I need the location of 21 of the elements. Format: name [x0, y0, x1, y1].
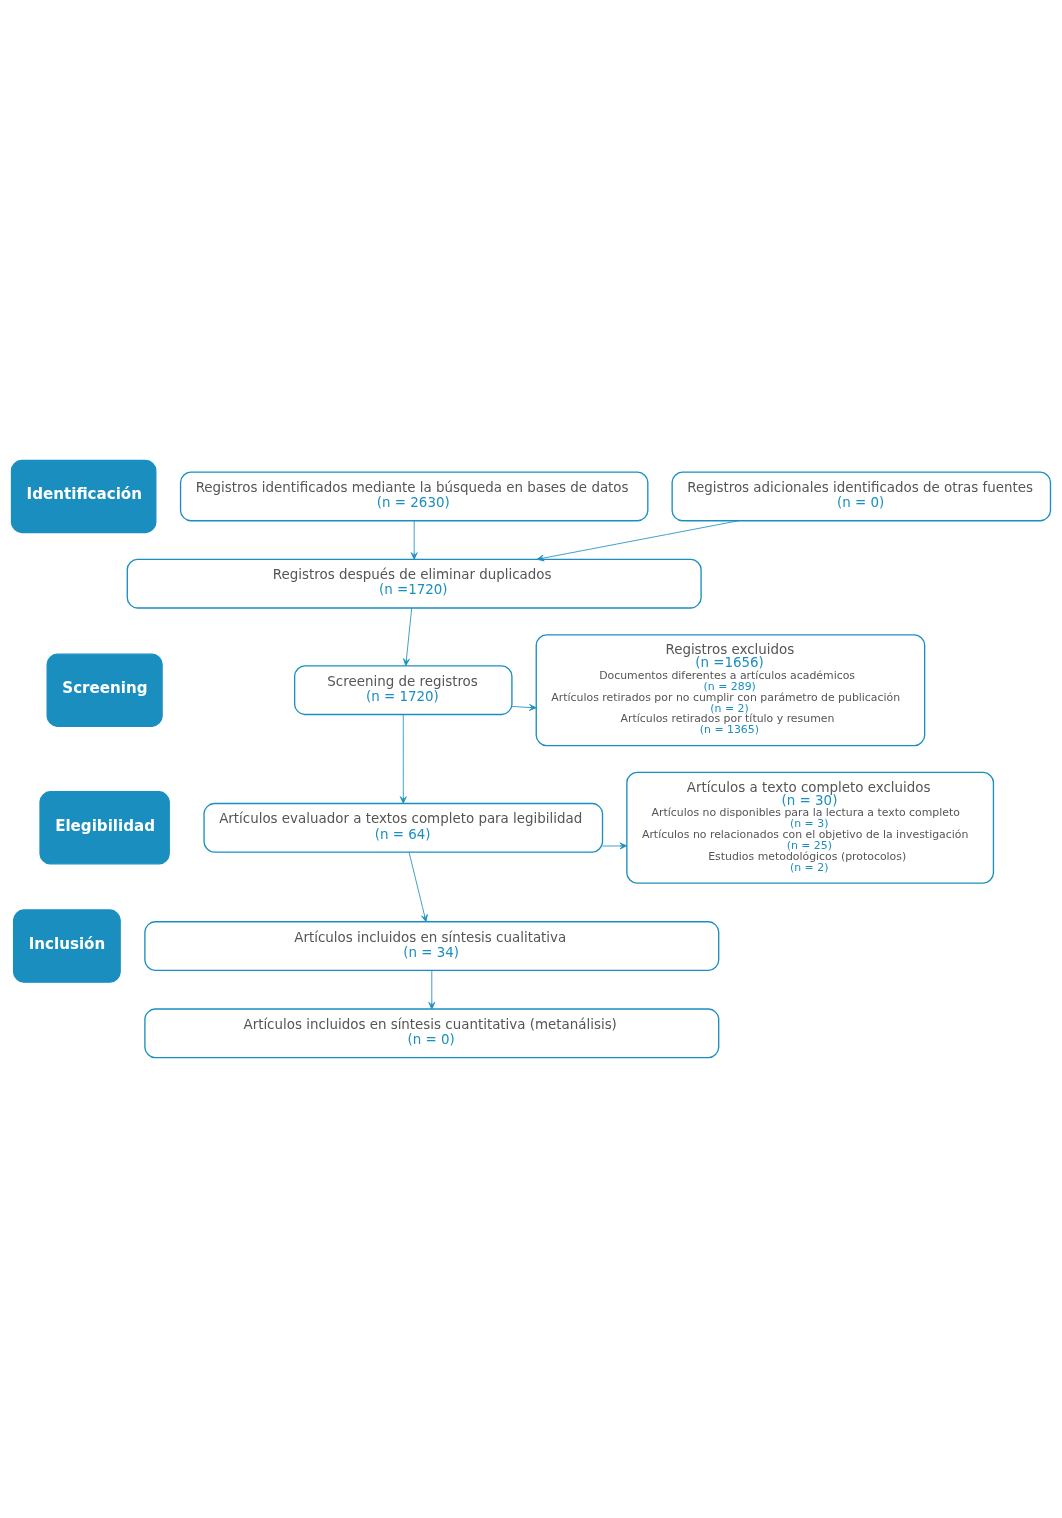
arrow: [428, 970, 436, 1010]
arrow: [511, 704, 537, 711]
node-box: Registros después de eliminar duplicados (n =1720): [126, 558, 702, 609]
node-box: Inclusión: [12, 909, 121, 983]
arrow: [403, 607, 413, 666]
node-box: Screening: [46, 653, 163, 727]
node-box: Registros identificados mediante la búsqueda en bases de datos (n = 2630): [179, 471, 649, 522]
node-box: Artículos incluidos en síntesis cuantitativa (metanálisis) (n = 0): [144, 1008, 720, 1059]
node-box: Screening de registros (n = 1720): [293, 665, 513, 716]
node-box: Identificación: [10, 459, 157, 534]
arrow: [602, 842, 628, 850]
arrow: [408, 851, 428, 923]
arrow: [410, 520, 418, 560]
arrow: [536, 520, 739, 562]
node-box: Elegibilidad: [39, 791, 170, 865]
node-box: Registros adicionales identificados de otras fuentes (n = 0): [671, 471, 1052, 522]
node-box: Registros excluidos (n =1656) Documentos diferentes a artículos académicos (n = 289) Artículos retirados por no cumplir con parámetro de publicación (n = 2) Artículos retirados por título y resumen (n = 1365): [535, 634, 926, 747]
node-box: Artículos incluidos en síntesis cualitativa (n = 34): [144, 921, 720, 972]
node-box: Artículos a texto completo excluidos (n = 30) Artículos no disponibles para la lectura a texto completo (n = 3) Artículos no relacionados con el objetivo de la investigación (n = 25) Estudios metodológicos (protocolos) (n = 2): [626, 771, 995, 884]
arrow: [399, 714, 407, 804]
node-box: Artículos evaluador a textos completo para legibilidad (n = 64): [203, 802, 604, 853]
